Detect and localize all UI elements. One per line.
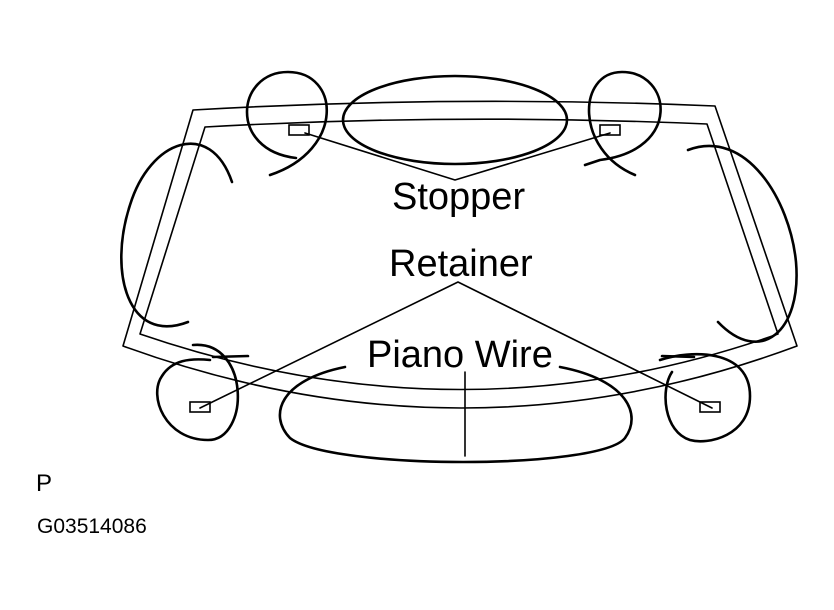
upper-left-corner-circle: [245, 70, 329, 177]
windshield-outer-edge: [122, 100, 798, 409]
lower-right-pull-stroke: [660, 354, 696, 359]
piano-wire-label: Piano Wire: [367, 334, 553, 376]
retainer-leader-lines: [199, 281, 713, 409]
windshield-inner-edge: [139, 118, 779, 391]
corner-letter: P: [36, 470, 52, 497]
upper-right-corner-circle: [583, 70, 662, 177]
stopper-leader-lines: [304, 132, 611, 181]
retainer-clip-left: [189, 401, 211, 413]
lower-right-corner-circle: [658, 352, 752, 443]
stopper-clip-right: [599, 124, 621, 136]
stopper-clip-left: [288, 124, 310, 136]
top-molding-segment: [341, 74, 569, 166]
lower-left-corner-circle: [156, 343, 240, 442]
left-side-molding: [120, 142, 234, 328]
lower-left-pull-stroke: [211, 354, 250, 359]
stopper-label: Stopper: [392, 176, 525, 218]
bottom-molding-segment: [278, 365, 633, 464]
retainer-label: Retainer: [389, 243, 533, 285]
right-side-molding: [686, 144, 798, 343]
figure-id: G03514086: [37, 515, 147, 538]
